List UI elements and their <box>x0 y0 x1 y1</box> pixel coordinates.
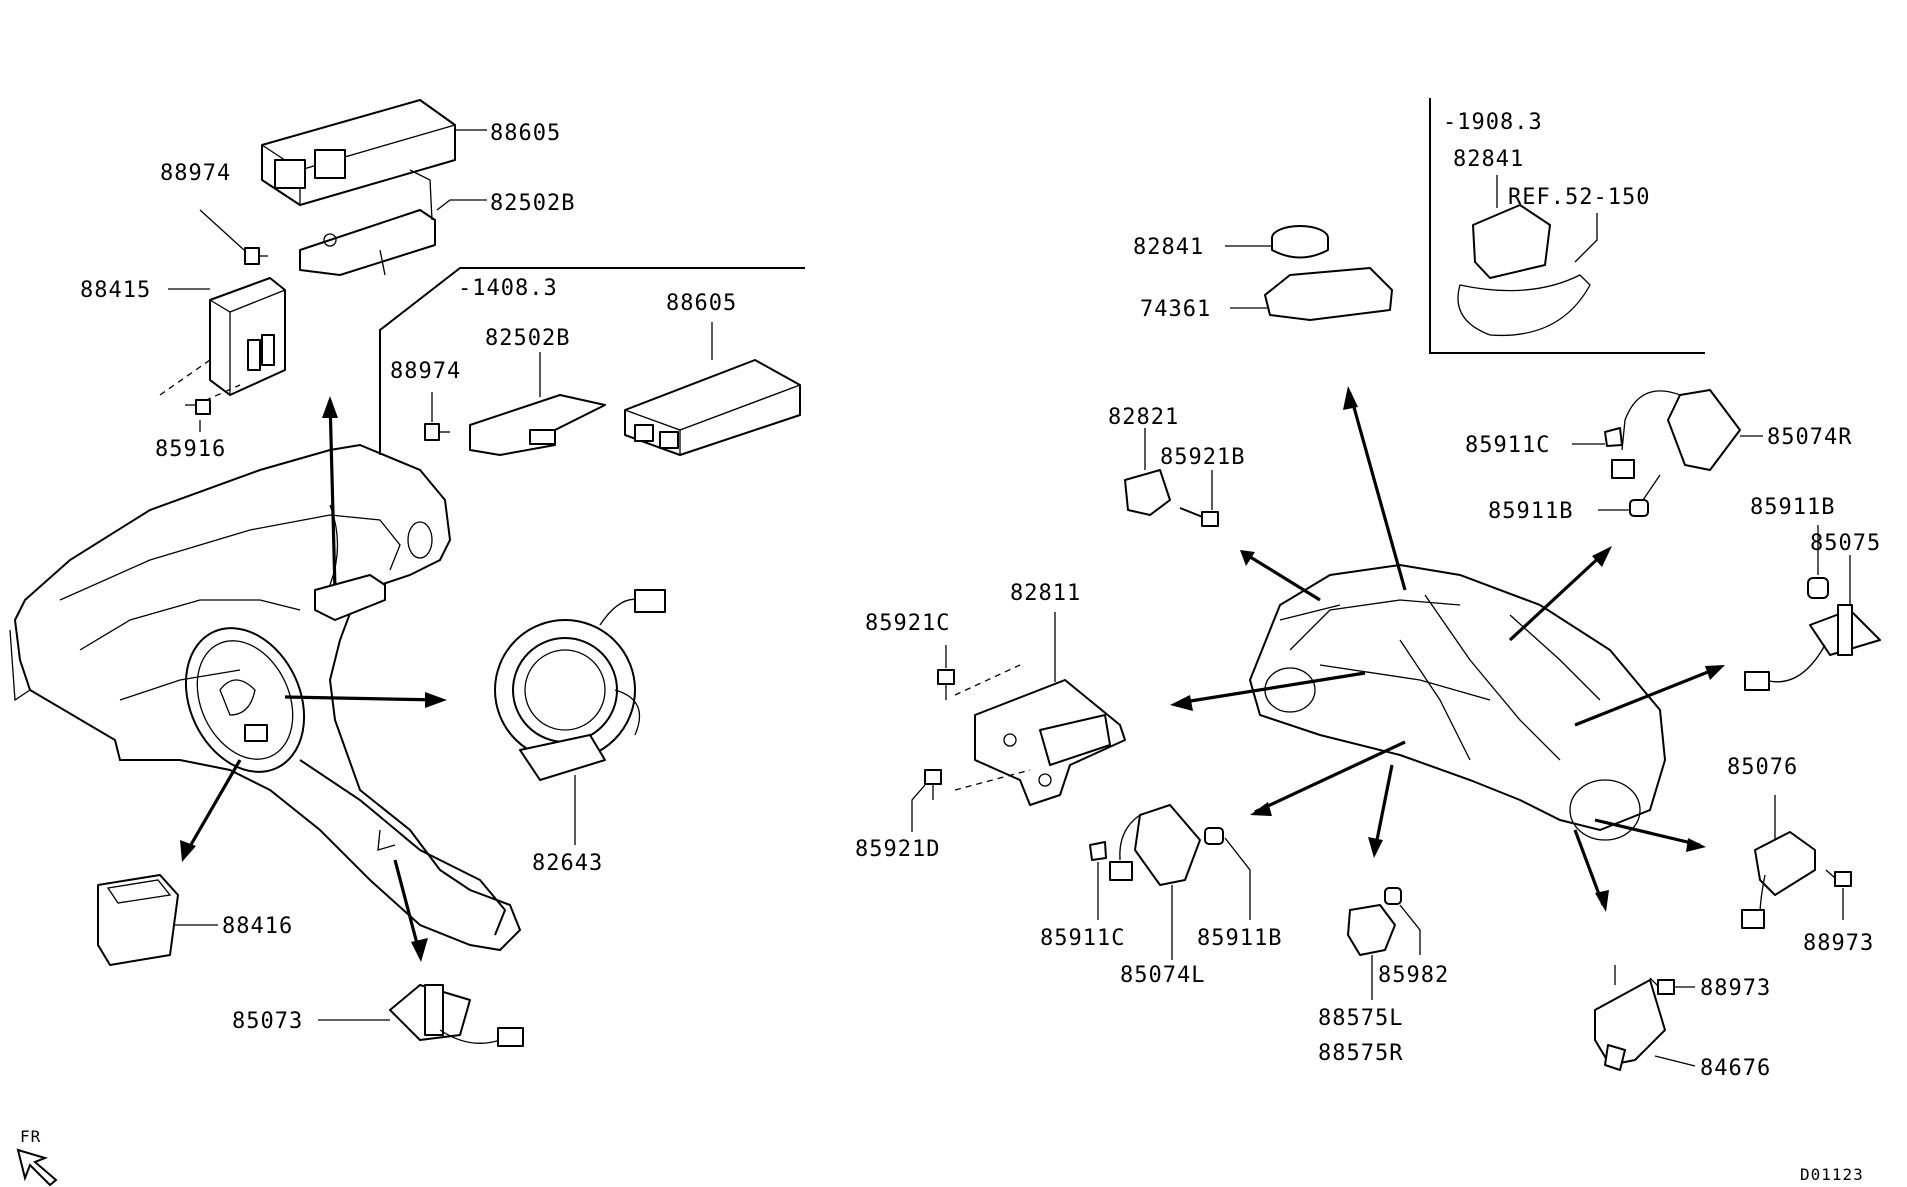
part-label-85911C-lower: 85911C <box>1040 926 1125 951</box>
part-label-88973-right: 88973 <box>1803 931 1874 956</box>
variant-box-1408 <box>379 267 805 455</box>
sensor-88575 <box>1347 904 1396 956</box>
part-label-88973-lower: 88973 <box>1700 976 1771 1001</box>
leader-88974a <box>199 209 245 251</box>
arrow-to-sensor-85073 <box>393 859 422 956</box>
part-label-88605-upper: 88605 <box>490 121 561 146</box>
car-outline <box>1248 563 1667 841</box>
dash-module <box>314 574 386 621</box>
arrowhead <box>425 692 447 708</box>
sensor-85074L <box>1109 804 1201 886</box>
module-88415 <box>159 277 286 406</box>
part-label-85911B-lower: 85911B <box>1197 926 1282 951</box>
arrowhead <box>322 396 338 418</box>
part-label-82841-variant: 82841 <box>1453 147 1524 172</box>
part-label-82841: 82841 <box>1133 235 1204 260</box>
variant-box-1908 <box>1429 98 1705 354</box>
sensor-85075 <box>1744 604 1881 691</box>
part-label-85074R: 85074R <box>1767 425 1852 450</box>
part-label-88415: 88415 <box>80 278 151 303</box>
part-label-88575L: 88575L <box>1318 1006 1403 1031</box>
nut-85982 <box>1384 887 1402 905</box>
part-label-88416: 88416 <box>222 914 293 939</box>
fr-label: FR <box>20 1127 41 1146</box>
leader-85921D <box>911 784 926 832</box>
part-82841-variant <box>1457 204 1591 337</box>
clip-85911C-lower <box>1089 841 1107 861</box>
bolt-85921B <box>1179 507 1219 527</box>
leader-85911Bc <box>1224 837 1251 920</box>
clip-85911B-upper <box>1629 499 1649 517</box>
variant-label-1408: -1408.3 <box>458 276 558 301</box>
ecu-bracket-variant <box>469 394 606 456</box>
arrowhead <box>180 840 196 862</box>
part-label-82821: 82821 <box>1108 405 1179 430</box>
car-arrows <box>1170 386 1725 912</box>
bolt-88974-upper <box>244 247 268 265</box>
part-label-85921B: 85921B <box>1160 445 1245 470</box>
clock-spring-82643 <box>494 589 666 781</box>
part-label-88974-variant: 88974 <box>390 359 461 384</box>
ref-label-52-150: REF.52-150 <box>1508 185 1650 210</box>
part-label-74361: 74361 <box>1140 297 1211 322</box>
part-label-85921C: 85921C <box>865 611 950 636</box>
part-label-88575R: 88575R <box>1318 1041 1403 1066</box>
part-label-82502B-variant: 82502B <box>485 326 570 351</box>
part-label-85075: 85075 <box>1810 531 1881 556</box>
airbag-ecu-variant <box>624 359 801 456</box>
switch-88416 <box>97 874 179 966</box>
part-label-82502B-upper: 82502B <box>490 191 575 216</box>
part-label-85911B-right: 85911B <box>1750 495 1835 520</box>
leader-82502Ba <box>436 199 487 211</box>
part-label-88605-variant: 88605 <box>666 291 737 316</box>
part-label-82643: 82643 <box>532 851 603 876</box>
ecu-82811 <box>954 664 1126 806</box>
part-74361 <box>1264 267 1393 321</box>
part-label-85076: 85076 <box>1727 755 1798 780</box>
clip-85911B-right <box>1807 577 1829 599</box>
fr-arrow-icon <box>16 1148 58 1187</box>
arrow-to-switch <box>183 759 242 856</box>
part-label-85074L: 85074L <box>1120 963 1205 988</box>
clip-85911B-lower <box>1204 827 1224 845</box>
part-label-85982: 85982 <box>1378 963 1449 988</box>
arrowhead <box>411 938 428 962</box>
diagram-code: D01123 <box>1800 1165 1864 1184</box>
bolt-85921C <box>937 669 955 700</box>
leader-84676 <box>1654 1055 1696 1067</box>
part-82841 <box>1271 225 1329 259</box>
bolt-88973-lower <box>1649 977 1675 995</box>
sensor-85076 <box>1741 831 1816 929</box>
part-label-85916: 85916 <box>155 437 226 462</box>
dashboard-outline <box>9 443 522 952</box>
arrow-wheel-to-clockspring <box>284 695 441 702</box>
leader-85074R-clip <box>1642 474 1661 501</box>
leader-85982 <box>1399 904 1421 955</box>
leader-ref <box>1574 213 1598 263</box>
sensor-85074R <box>1611 389 1741 479</box>
bolt-88973-right <box>1825 869 1852 887</box>
steering-wheel <box>184 627 306 773</box>
sensor-82821 <box>1124 469 1171 516</box>
part-label-88974-upper: 88974 <box>160 161 231 186</box>
screw-85916 <box>185 399 211 415</box>
variant-label-1908: -1908.3 <box>1443 110 1543 135</box>
part-label-84676: 84676 <box>1700 1056 1771 1081</box>
clip-85911C-upper <box>1604 427 1623 447</box>
module-84676 <box>1594 965 1666 1071</box>
ecu-bracket-upper <box>299 169 436 276</box>
part-label-85073: 85073 <box>232 1009 303 1034</box>
part-label-85911C-upper: 85911C <box>1465 433 1550 458</box>
floor-console <box>299 759 507 936</box>
airbag-ecu-upper <box>261 99 456 206</box>
part-label-85921D: 85921D <box>855 837 940 862</box>
part-label-82811: 82811 <box>1010 581 1081 606</box>
bolt-88974-variant <box>424 423 450 441</box>
sensor-85073 <box>389 984 524 1047</box>
part-label-85911B-upper: 85911B <box>1488 499 1573 524</box>
bolt-85921D <box>924 769 942 800</box>
arrow-dash-to-module <box>328 399 337 591</box>
